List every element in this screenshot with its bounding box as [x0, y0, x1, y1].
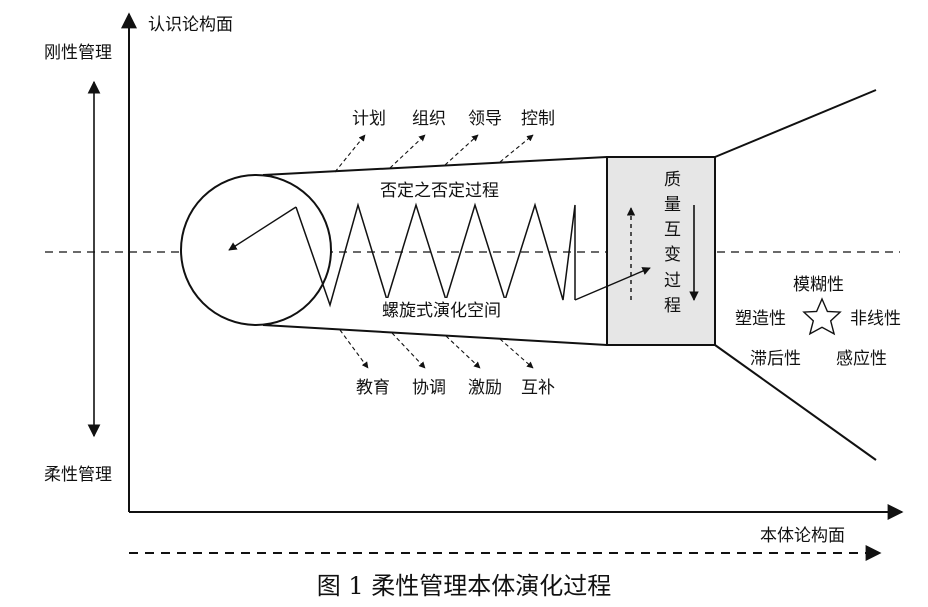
bottom-title-bg: [380, 298, 526, 320]
function-motivate: 激励: [468, 378, 502, 398]
spiral-exit-arrow: [574, 267, 651, 301]
function-organize: 组织: [412, 109, 446, 129]
spiral-evolution-label: 螺旋式演化空间: [382, 301, 501, 321]
property-lag: 滞后性: [750, 349, 801, 369]
box-char-4: 变: [664, 245, 681, 265]
bottom-dashed-arrow-3: [445, 335, 481, 369]
function-complement: 互补: [521, 378, 555, 398]
property-fuzziness: 模糊性: [793, 275, 844, 295]
star-icon: [802, 297, 842, 336]
box-char-6: 程: [664, 296, 681, 316]
y-axis-label: 认识论构面: [148, 15, 233, 35]
rigid-management-label: 刚性管理: [44, 43, 112, 63]
bottom-dashed-arrow-2: [391, 332, 426, 369]
spiral-zigzag: [295, 202, 576, 308]
function-lead: 领导: [468, 109, 502, 129]
property-plasticity: 塑造性: [735, 309, 786, 329]
box-char-5: 过: [664, 271, 681, 291]
quality-quantity-box: [606, 156, 716, 346]
top-dashed-arrow-3: [444, 134, 479, 166]
top-dashed-arrow-2: [389, 134, 426, 169]
function-control: 控制: [521, 109, 555, 129]
quality-quantity-label: 质 量 互 变 过 程: [664, 170, 681, 316]
function-educate: 教育: [356, 378, 390, 398]
function-plan: 计划: [352, 109, 386, 129]
box-char-3: 互: [664, 220, 681, 240]
cylinder-top-edge: [262, 156, 608, 176]
origin-circle: [180, 174, 332, 326]
property-induction: 感应性: [836, 349, 887, 369]
cylinder-bottom-edge: [262, 324, 608, 346]
figure-caption: 图 1 柔性管理本体演化过程: [317, 572, 612, 600]
top-title-bg: [378, 178, 524, 200]
box-char-2: 量: [664, 195, 681, 215]
cone-bottom-edge: [714, 344, 877, 461]
bottom-dashed-arrow-4: [499, 338, 534, 369]
negation-process-label: 否定之否定过程: [380, 181, 499, 201]
top-dashed-arrow-1: [334, 134, 366, 173]
cone-top-edge: [714, 89, 877, 158]
circle-pointer-line: [228, 206, 297, 251]
bottom-dashed-arrow-1: [339, 329, 369, 369]
top-dashed-arrow-4: [499, 134, 534, 163]
box-char-1: 质: [664, 170, 681, 190]
flexible-management-label: 柔性管理: [44, 465, 112, 485]
x-axis-label: 本体论构面: [760, 526, 845, 546]
function-coordinate: 协调: [412, 378, 446, 398]
property-nonlinearity: 非线性: [850, 309, 901, 329]
